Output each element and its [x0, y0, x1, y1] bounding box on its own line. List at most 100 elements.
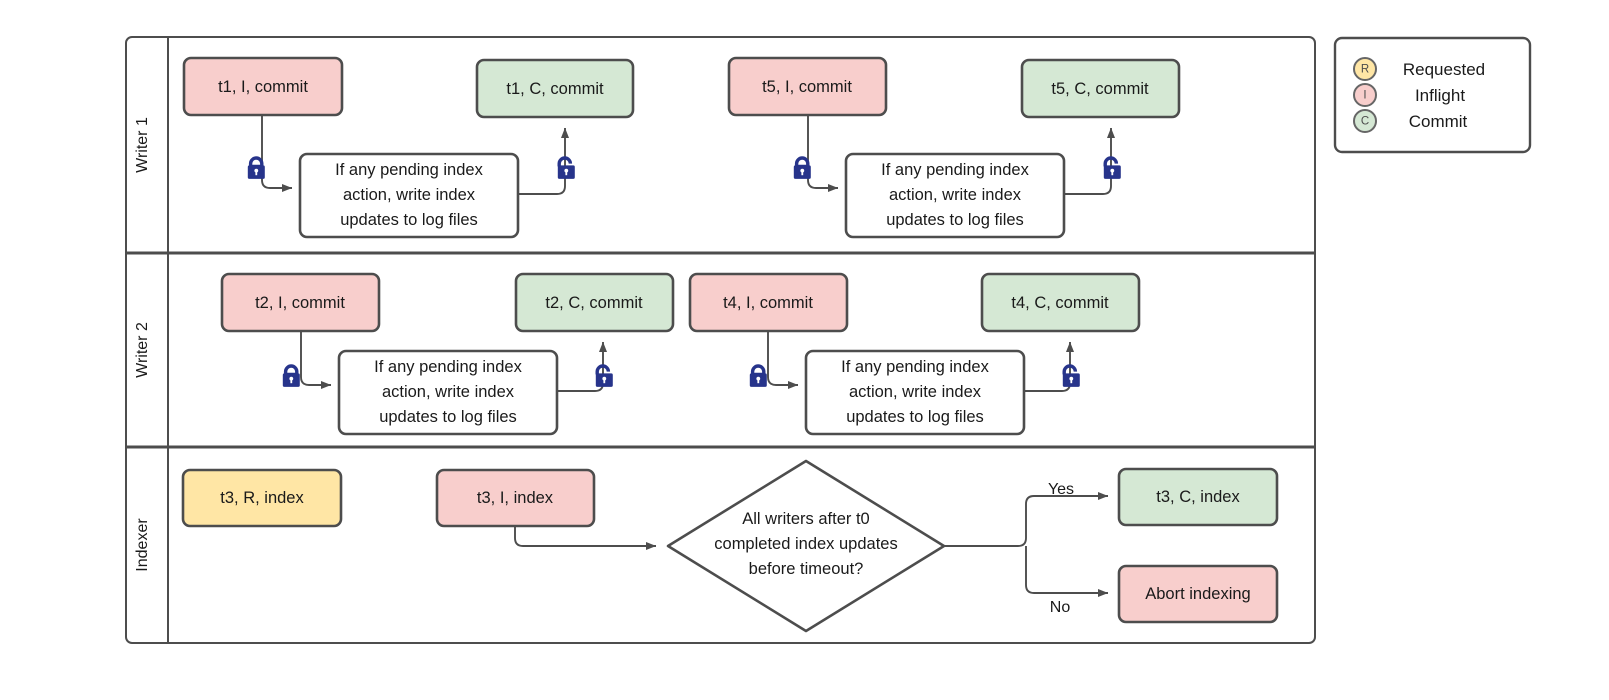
note-w1-right-shape: [844, 152, 1066, 239]
node-w2-t2-inflight[interactable]: t2, I, commit: [220, 272, 381, 333]
node-indexer-abort[interactable]: Abort indexing: [1117, 564, 1279, 624]
node-w2-t4-commit[interactable]: t4, C, commit: [980, 272, 1141, 333]
node-w2-t4-commit-shape: [980, 272, 1141, 333]
node-w2-t4-commit-label: t4, C, commit: [1011, 294, 1109, 312]
node-w1-t1-inflight-label: t1, I, commit: [218, 78, 308, 96]
edge-label-yes: Yes: [1048, 481, 1074, 498]
lock-closed-icon: [749, 364, 767, 387]
node-indexer-t3-inflight[interactable]: t3, I, index: [435, 468, 596, 528]
legend-item-inflight: I Inflight: [1353, 83, 1465, 107]
node-w2-t2-inflight-shape: [220, 272, 381, 333]
legend-item-requested: R Requested: [1353, 57, 1485, 81]
note-w2-right-line-2: action, write index: [849, 383, 982, 401]
decision-line-3: before timeout?: [749, 560, 864, 578]
lock-closed-icon: [247, 156, 265, 179]
node-indexer-abort-label: Abort indexing: [1145, 585, 1251, 603]
node-w1-t5-inflight-label: t5, I, commit: [762, 78, 852, 96]
edge-t3i-to-decision: [514, 524, 657, 551]
decision-shape: [666, 459, 946, 633]
node-w1-t1-inflight[interactable]: t1, I, commit: [182, 56, 344, 117]
lane-outer-border: [125, 36, 1316, 644]
node-w1-t1-commit-label: t1, C, commit: [506, 80, 604, 98]
lock-open-icon: [595, 364, 613, 387]
node-indexer-t3-inflight-shape: [435, 468, 596, 528]
legend: R Requested I Inflight C Commit: [1333, 36, 1532, 154]
node-w2-t2-commit-label: t2, C, commit: [545, 294, 643, 312]
node-w1-t1-inflight-shape: [182, 56, 344, 117]
node-w2-t2-commit-shape: [514, 272, 675, 333]
edge-label-no: No: [1050, 599, 1071, 616]
node-w1-t5-inflight-shape: [727, 56, 888, 117]
lane-writer-1-content: t1, I, commit t1, C, commit t5, I, commi…: [182, 56, 1181, 239]
legend-letter-requested: R: [1361, 64, 1369, 76]
node-w1-t1-commit-shape: [475, 58, 635, 119]
lock-open-icon: [1103, 156, 1121, 179]
note-w1-right-line-3: updates to log files: [886, 211, 1024, 229]
decision-all-writers-completed[interactable]: All writers after t0 completed index upd…: [666, 459, 946, 633]
node-indexer-t3-requested[interactable]: t3, R, index: [181, 468, 343, 528]
node-w2-t2-inflight-label: t2, I, commit: [255, 294, 345, 312]
legend-label-requested: Requested: [1403, 60, 1485, 79]
legend-item-commit: C Commit: [1353, 109, 1468, 133]
note-w2-right-line-3: updates to log files: [846, 408, 984, 426]
node-w1-t5-inflight[interactable]: t5, I, commit: [727, 56, 888, 117]
legend-frame: [1333, 36, 1532, 154]
lane-label-indexer: Indexer: [134, 518, 151, 572]
node-indexer-t3-requested-shape: [181, 468, 343, 528]
note-w1-left-shape: [298, 152, 520, 239]
decision-line-1: All writers after t0: [742, 510, 869, 528]
node-w1-t5-commit-shape: [1020, 58, 1181, 119]
node-indexer-abort-shape: [1117, 564, 1279, 624]
lock-open-icon: [1062, 364, 1080, 387]
note-w2-left-line-3: updates to log files: [379, 408, 517, 426]
note-w2-right-shape: [804, 349, 1026, 436]
note-w2-right[interactable]: If any pending index action, write index…: [804, 349, 1026, 436]
edge-w1-t1i-to-note: [261, 115, 293, 193]
note-w1-left-line-2: action, write index: [343, 186, 476, 204]
legend-letter-inflight: I: [1363, 90, 1366, 102]
note-w2-left[interactable]: If any pending index action, write index…: [337, 349, 559, 436]
lane-indexer-content: Yes No All writers after t0 completed in…: [181, 459, 1279, 633]
lock-open-icon: [557, 156, 575, 179]
lane-label-writer-2: Writer 2: [134, 322, 151, 378]
lane-label-writer-1: Writer 1: [134, 117, 151, 173]
note-w1-right-line-2: action, write index: [889, 186, 1022, 204]
edge-decision-no: [1025, 546, 1109, 598]
node-indexer-t3-inflight-label: t3, I, index: [477, 489, 554, 507]
note-w2-right-line-1: If any pending index: [841, 358, 989, 376]
note-w2-left-shape: [337, 349, 559, 436]
node-indexer-t3-commit[interactable]: t3, C, index: [1117, 467, 1279, 527]
note-w1-right[interactable]: If any pending index action, write index…: [844, 152, 1066, 239]
node-w2-t4-inflight[interactable]: t4, I, commit: [688, 272, 849, 333]
lock-closed-icon: [282, 364, 300, 387]
note-w1-right-line-1: If any pending index: [881, 161, 1029, 179]
edge-w2-t2i-to-note: [300, 330, 332, 390]
lane-container: [125, 36, 1316, 644]
node-indexer-t3-commit-shape: [1117, 467, 1279, 527]
node-indexer-t3-commit-label: t3, C, index: [1156, 488, 1240, 506]
note-w1-left-line-1: If any pending index: [335, 161, 483, 179]
note-w1-left-line-3: updates to log files: [340, 211, 478, 229]
legend-label-inflight: Inflight: [1415, 86, 1465, 105]
edge-w2-t4i-to-note: [767, 330, 799, 390]
lane-writer-2-content: t2, I, commit t2, C, commit t4, I, commi…: [220, 272, 1141, 436]
node-w2-t4-inflight-shape: [688, 272, 849, 333]
edge-w1-note-to-t1c: [518, 127, 570, 195]
node-indexer-t3-requested-label: t3, R, index: [220, 489, 304, 507]
legend-letter-commit: C: [1361, 116, 1369, 128]
note-w1-left[interactable]: If any pending index action, write index…: [298, 152, 520, 239]
node-w1-t5-commit[interactable]: t5, C, commit: [1020, 58, 1181, 119]
node-w2-t2-commit[interactable]: t2, C, commit: [514, 272, 675, 333]
node-w2-t4-inflight-label: t4, I, commit: [723, 294, 813, 312]
node-w1-t5-commit-label: t5, C, commit: [1051, 80, 1149, 98]
lock-closed-icon: [793, 156, 811, 179]
legend-swatch-commit: [1353, 109, 1377, 133]
legend-swatch-requested: [1353, 57, 1377, 81]
edge-w1-note-to-t5c: [1064, 127, 1116, 195]
edge-decision-yes: [944, 491, 1109, 547]
decision-line-2: completed index updates: [714, 535, 897, 553]
note-w2-left-line-1: If any pending index: [374, 358, 522, 376]
node-w1-t1-commit[interactable]: t1, C, commit: [475, 58, 635, 119]
